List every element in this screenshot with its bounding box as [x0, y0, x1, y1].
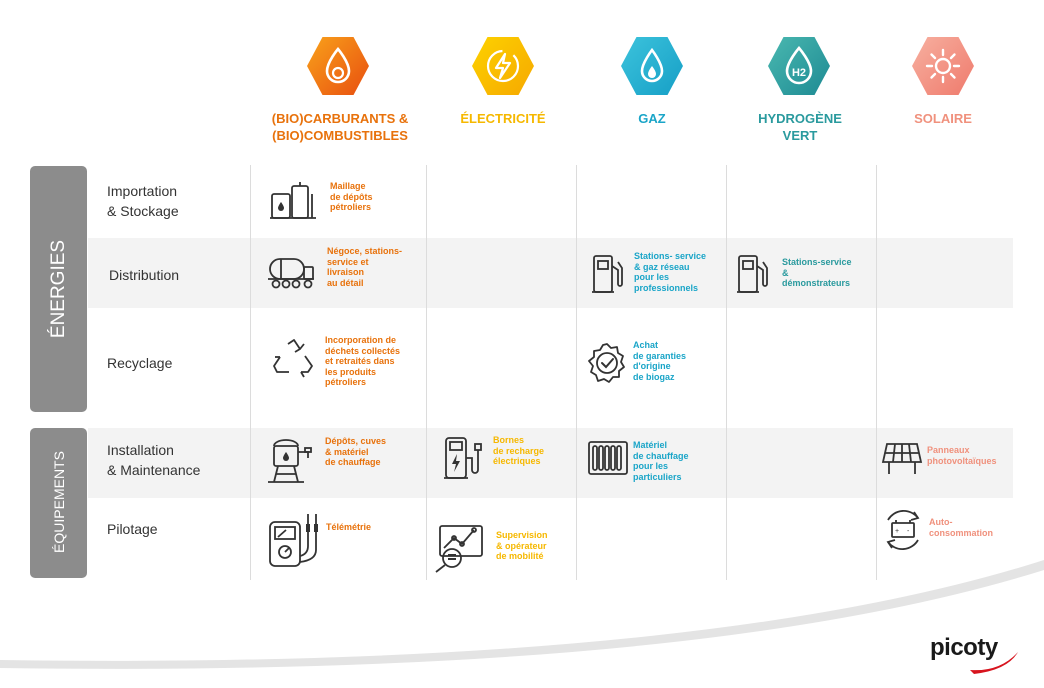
sun-icon — [925, 48, 961, 84]
cell-recycling-fuel: Incorporation de déchets collectés et re… — [325, 335, 401, 387]
row-label-recycling: Recyclage — [107, 355, 173, 371]
column-icon-solar — [912, 37, 974, 95]
column-divider — [576, 165, 577, 580]
column-title-gas: GAZ — [638, 111, 666, 126]
column-divider — [726, 165, 727, 580]
cell-pilotage-electricity: Supervision & opérateur de mobilité — [496, 530, 548, 561]
row-label-storage: Importation & Stockage — [107, 183, 179, 219]
tanker-truck-icon — [268, 258, 314, 289]
water-tower-icon — [268, 439, 312, 483]
logo-swoosh-icon — [970, 652, 1018, 674]
svg-text:-: - — [907, 528, 910, 535]
fuel-pump-icon — [592, 255, 623, 293]
storage-tanks-icon — [270, 182, 316, 219]
row-band-installation — [88, 428, 1013, 498]
flame-drop-icon — [325, 46, 351, 84]
solar-panel-icon — [881, 443, 923, 474]
recycle-icon — [273, 339, 313, 378]
column-icon-hydrogen: H2 — [768, 37, 830, 95]
group-equipements: ÉQUIPEMENTS — [30, 428, 87, 578]
multimeter-icon — [269, 514, 318, 567]
column-divider — [250, 165, 251, 580]
cell-distribution-gas: Stations- service & gaz réseau pour les … — [634, 251, 707, 293]
column-title-hydrogen: HYDROGÈNE VERT — [758, 111, 842, 143]
group-label-equipements: ÉQUIPEMENTS — [51, 451, 67, 553]
svg-text:+: + — [895, 528, 899, 535]
gas-flame-icon — [640, 47, 664, 83]
monitoring-chart-icon — [435, 525, 483, 573]
column-title-electricity: ÉLECTRICITÉ — [460, 111, 546, 126]
column-icon-electricity — [472, 37, 534, 95]
cell-pilotage-fuel: Télémétrie — [326, 522, 372, 532]
row-label-installation: Installation & Maintenance — [107, 442, 201, 478]
column-title-solar: SOLAIRE — [914, 111, 972, 126]
h2-drop-icon: H2 — [785, 46, 813, 85]
cell-installation-electricity: Bornes de recharge électriques — [493, 435, 545, 466]
h2-label: H2 — [792, 67, 806, 79]
cell-installation-fuel: Dépôts, cuves & matériel de chauffage — [325, 436, 387, 467]
row-label-distribution: Distribution — [109, 267, 180, 283]
battery-cycle-icon: +- — [886, 509, 920, 551]
column-icon-fuel — [307, 37, 369, 95]
fuel-pump-icon — [737, 255, 768, 293]
column-title-fuel: (BIO)CARBURANTS & (BIO)COMBUSTIBLES — [271, 111, 409, 143]
charging-station-icon — [444, 437, 482, 479]
picoty-logo: picoty — [930, 634, 1018, 674]
logo-text: picoty — [930, 634, 998, 661]
cell-distribution-hydrogen: Stations-service & démonstrateurs — [782, 257, 852, 288]
column-divider — [426, 165, 427, 580]
group-label-energies: ÉNERGIES — [48, 239, 69, 339]
cell-installation-gas: Matériel de chauffage pour les particuli… — [633, 440, 689, 482]
row-label-pilotage: Pilotage — [107, 521, 158, 537]
cell-recycling-gas: Achat de garanties d'origine de biogaz — [633, 340, 687, 382]
bottom-swoosh — [0, 560, 1044, 669]
row-band-distribution — [88, 238, 1013, 308]
lightning-icon — [486, 49, 520, 83]
cell-storage-fuel: Maillage de dépôts pétroliers — [330, 181, 373, 212]
cell-pilotage-solar: Auto- consommation — [929, 517, 994, 538]
cell-installation-solar: Panneaux photovoltaïques — [927, 445, 997, 466]
column-divider — [876, 165, 877, 580]
column-icon-gas — [621, 37, 683, 95]
group-energies: ÉNERGIES — [30, 166, 87, 412]
radiator-icon — [588, 441, 628, 475]
certified-badge-icon — [588, 343, 625, 383]
cell-distribution-fuel: Négoce, stations- service et livraison a… — [327, 246, 403, 288]
